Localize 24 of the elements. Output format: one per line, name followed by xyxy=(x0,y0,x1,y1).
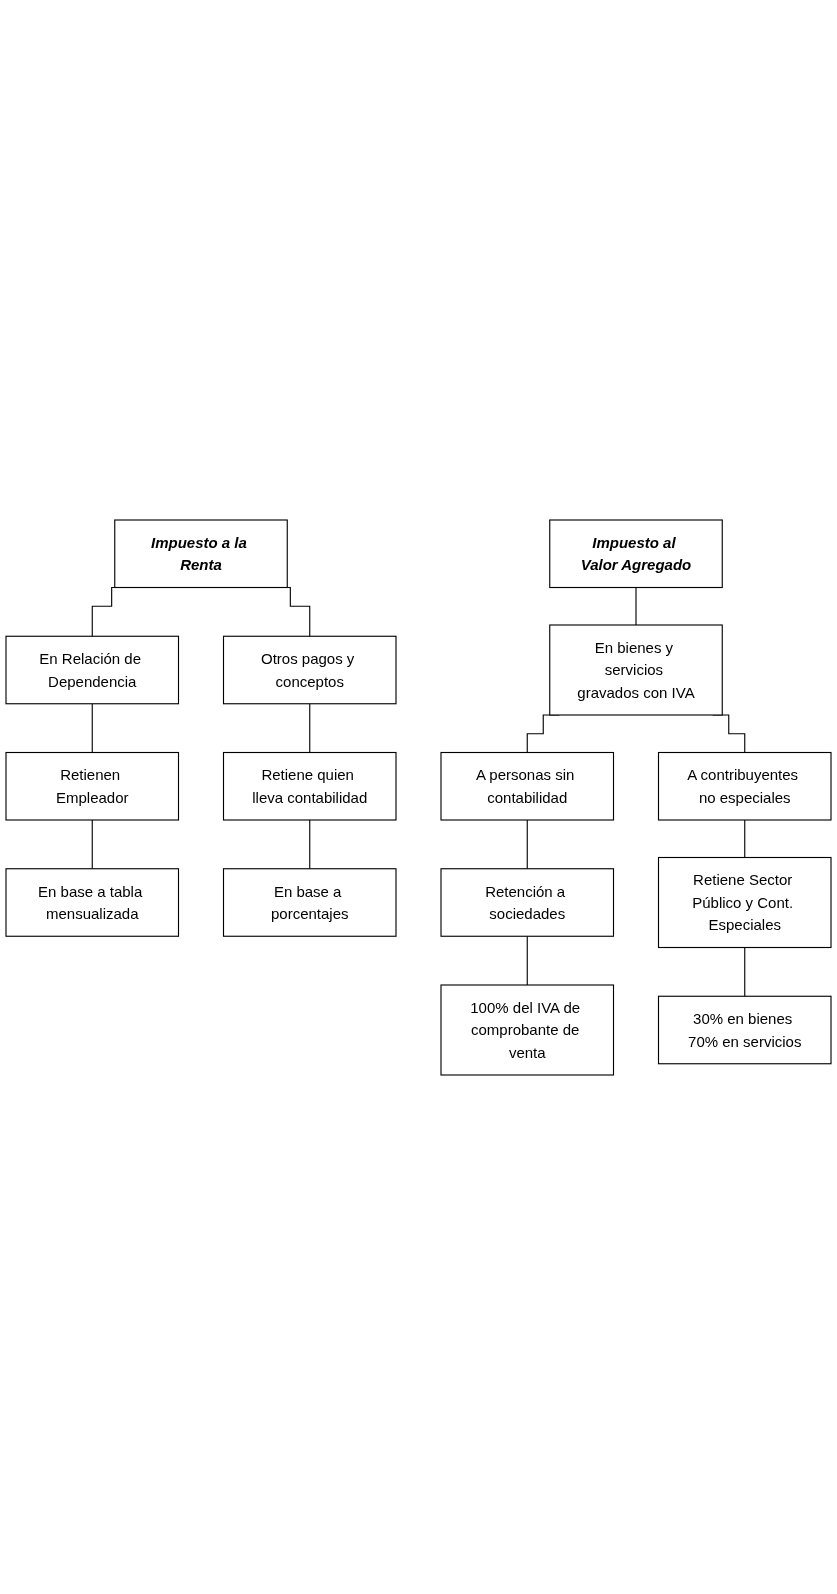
node-box: En base a tabla mensualizada xyxy=(5,867,180,937)
connector xyxy=(309,702,311,753)
connector xyxy=(744,946,746,997)
node-box: A contribuyentes no especiales xyxy=(657,751,832,821)
node-box: Retiene Sector Público y Cont. Especiales xyxy=(657,856,832,948)
connector xyxy=(526,818,528,869)
connector xyxy=(744,818,746,858)
connector xyxy=(635,586,637,626)
node-box: 100% del IVA de comprobante de venta xyxy=(440,983,615,1076)
node-box: En bienes y servicios gravados con IVA xyxy=(549,623,723,716)
connector xyxy=(91,818,93,869)
node-box: Impuesto a la Renta xyxy=(114,518,288,588)
node-box: A personas sin contabilidad xyxy=(440,751,615,821)
node-box: Retienen Empleador xyxy=(5,751,180,821)
node-box: Retiene quien lleva contabilidad xyxy=(222,751,397,821)
connector xyxy=(526,935,528,986)
node-box: Impuesto al Valor Agregado xyxy=(549,518,723,588)
node-box: Otros pagos y conceptos xyxy=(222,635,397,704)
connector xyxy=(91,702,93,753)
connector xyxy=(309,818,311,869)
node-box: En Relación de Dependencia xyxy=(5,635,180,704)
node-box: 30% en bienes 70% en servicios xyxy=(657,995,832,1064)
node-box: Retención a sociedades xyxy=(440,867,615,937)
node-box: En base a porcentajes xyxy=(222,867,397,937)
